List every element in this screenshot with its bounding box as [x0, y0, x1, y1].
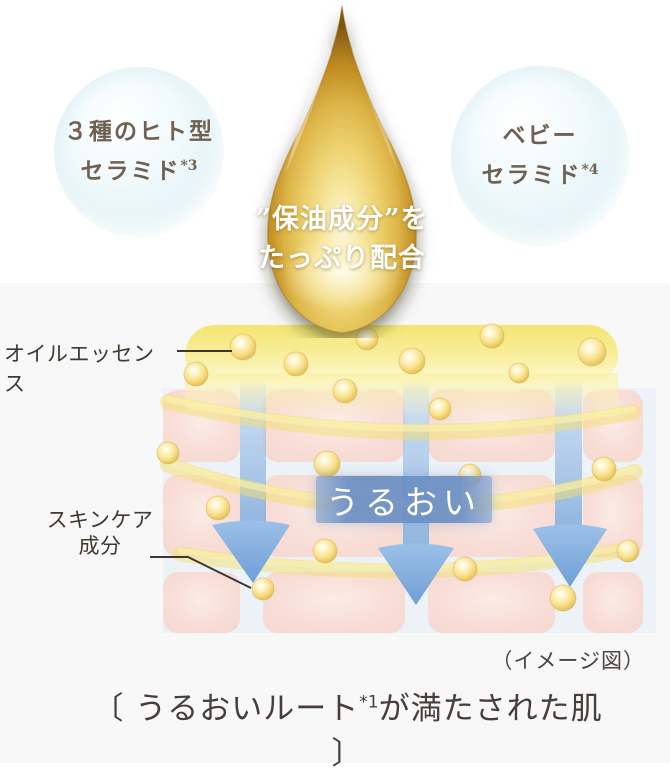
ceramide-bubble-left: ３種のヒト型 セラミド*3: [54, 67, 224, 237]
oil-droplet-icon: [267, 5, 417, 334]
footnote-marker: *3: [180, 158, 198, 175]
ceramide-bubble-right-text: ベビー セラミド*4: [481, 119, 598, 193]
oil-beads: [156, 323, 640, 612]
footnote-marker: *4: [581, 162, 599, 179]
bubble-right-line1: ベビー: [502, 122, 578, 150]
droplet-streak-right: [352, 40, 398, 172]
skincare-label-line1: スキンケア: [46, 508, 154, 532]
moisture-banner: うるおい: [316, 476, 492, 523]
ceramide-bubble-left-text: ３種のヒト型 セラミド*3: [64, 115, 214, 189]
footnote-marker: *1: [359, 692, 379, 713]
bubble-right-line2: セラミド*4: [481, 161, 599, 189]
absorption-arrowheads: [212, 520, 607, 605]
caption-part1: うるおいルート: [135, 691, 360, 727]
skincare-ingredient-label: スキンケア 成分: [30, 507, 170, 559]
bottom-caption: 〔 うるおいルート*1が満たされた肌 〕: [75, 683, 620, 773]
skincare-label-line2: 成分: [78, 534, 122, 558]
oil-essence-band-fade: [185, 373, 618, 418]
label-pointer-lines: [150, 350, 252, 589]
droplet-streak-left: [286, 40, 332, 172]
caption-open-bracket: 〔: [92, 691, 136, 727]
caption-part2: が満たされた肌: [378, 691, 603, 727]
image-diagram-note: （イメージ図）: [491, 649, 645, 673]
bubble-left-line2: セラミド*3: [80, 157, 198, 185]
caption-close-bracket: 〕: [331, 736, 364, 772]
bubble-left-line1: ３種のヒト型: [64, 118, 214, 146]
droplet-text-line2: たっぷり配合: [258, 243, 426, 274]
ceramide-bubble-right: ベビー セラミド*4: [451, 66, 629, 246]
oil-essence-label: オイルエッセンス: [4, 342, 155, 396]
droplet-glow-highlight: [282, 232, 402, 312]
moisture-banner-label: うるおい: [326, 482, 482, 522]
droplet-text-line1: ”保油成分”を: [255, 204, 429, 235]
skincare-pointer-line: [150, 556, 252, 589]
